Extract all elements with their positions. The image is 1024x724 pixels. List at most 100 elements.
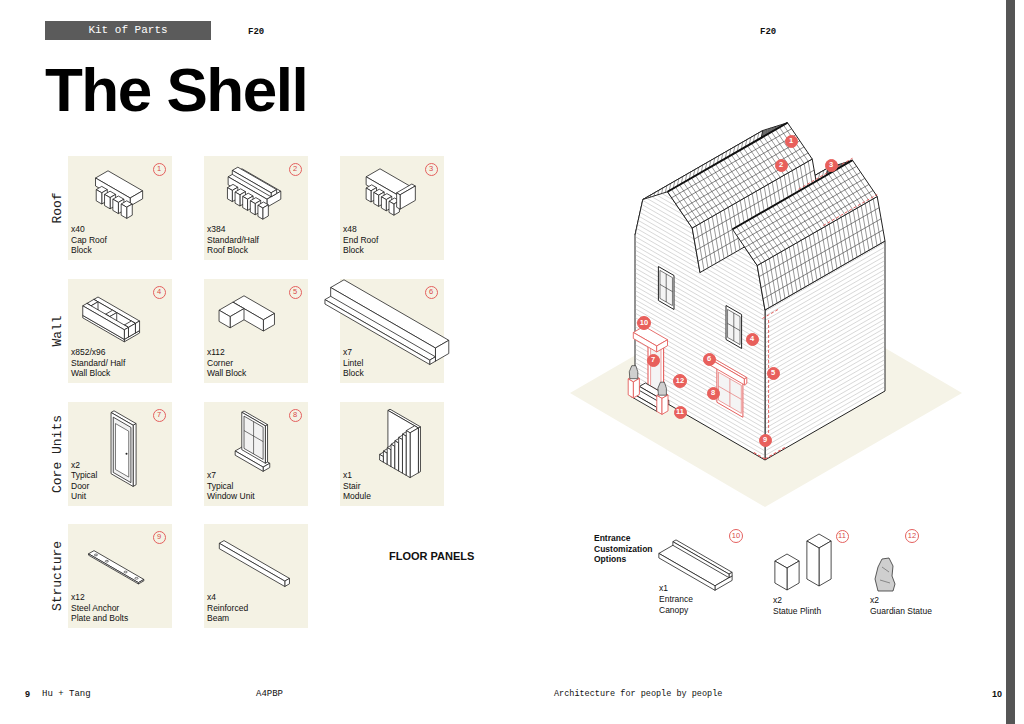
section-label: Core Units	[50, 415, 65, 493]
brick-course	[765, 333, 885, 402]
callout-number: 5	[771, 369, 775, 377]
part-drawing	[435, 340, 448, 361]
brick-course	[765, 292, 885, 361]
part-drawing	[271, 190, 277, 197]
card-ground	[204, 402, 308, 506]
part-quantity: x384	[207, 224, 273, 235]
callout-marker: 12	[673, 374, 687, 388]
part-drawing	[83, 306, 125, 340]
canopy-highlight	[657, 340, 668, 352]
window	[726, 306, 742, 349]
part-caption: x48End Roof Block	[343, 224, 393, 256]
label-holder: F20	[248, 27, 264, 38]
brick-course	[765, 355, 885, 424]
part-caption: x2Typical Door Unit	[71, 460, 103, 503]
brick-course	[765, 324, 885, 393]
label-holder: x2	[870, 595, 879, 606]
lintel-highlight	[744, 378, 746, 385]
part-caption: x384Standard/Half Roof Block	[207, 224, 273, 256]
section-label: Roof	[50, 192, 65, 223]
callout-number: 6	[429, 288, 433, 296]
part-drawing	[263, 205, 269, 219]
brick-course	[765, 373, 885, 442]
part-drawing	[325, 296, 436, 360]
window	[728, 309, 740, 344]
wall-highlight	[762, 309, 779, 319]
part-drawing	[219, 541, 289, 582]
part-drawing	[232, 170, 271, 196]
window	[728, 323, 740, 330]
brick-course	[638, 220, 697, 254]
section-label: Wall	[50, 315, 65, 346]
callout-number: 1	[789, 137, 793, 145]
brick-course	[765, 301, 885, 370]
card-ground	[68, 402, 172, 506]
part-quantity: x1	[659, 583, 668, 593]
part-caption: x1Stair Module	[343, 470, 378, 502]
label-holder: Statue Plinth	[773, 606, 821, 617]
part-drawing	[807, 541, 819, 586]
callout-marker: 10	[637, 316, 651, 330]
plinth-highlight	[662, 395, 668, 414]
part-drawing	[135, 321, 139, 333]
part-card: x112Corner Wall Block5	[204, 279, 308, 383]
callout-marker: 1	[785, 135, 798, 148]
part-drawing	[258, 205, 263, 219]
brick-course	[635, 264, 765, 339]
callout-circle: 11	[836, 530, 849, 543]
callout-marker: 11	[674, 406, 687, 419]
callout-number: 10	[640, 319, 648, 327]
callout-marker: 7	[647, 354, 660, 367]
callout-number: 8	[711, 389, 715, 397]
part-card: x48End Roof Block3	[340, 156, 444, 260]
part-caption: x7Typical Window Unit	[207, 470, 262, 502]
part-drawing	[389, 201, 394, 215]
part-name: Typical Door Unit	[71, 470, 103, 502]
part-drawing	[232, 167, 276, 193]
part-card: x1Stair Module	[340, 402, 444, 506]
part-drawing	[397, 193, 400, 209]
part-drawing	[138, 579, 143, 584]
callout-circle: 5	[289, 286, 302, 299]
brick-course	[765, 387, 885, 456]
part-caption: x12Steel Anchor Plate and Bolts	[71, 592, 137, 624]
roof-tile-row	[737, 166, 857, 235]
footer-text: Hu + Tang	[42, 689, 91, 699]
page-number: 10	[992, 689, 1002, 699]
part-drawing	[263, 463, 270, 471]
part-quantity: x112	[207, 347, 249, 358]
roof-tile-row	[753, 190, 873, 259]
part-drawing	[121, 204, 127, 218]
part-quantity: x12	[71, 592, 137, 603]
card-ground	[204, 524, 308, 628]
brick-course	[636, 228, 698, 264]
callout-number: 2	[779, 161, 783, 169]
statue-drawing	[629, 366, 638, 379]
callout-circle: 9	[153, 531, 166, 544]
canopy-highlight	[633, 332, 656, 352]
label-holder: x2	[773, 595, 782, 606]
part-drawing	[263, 313, 274, 331]
part-quantity: x7	[207, 470, 262, 481]
part-quantity: x2	[870, 595, 879, 605]
section-label: Structure	[50, 541, 65, 611]
part-quantity: x852/x96	[71, 347, 137, 358]
roof-highlight	[823, 195, 877, 226]
plinth-highlight	[628, 379, 633, 398]
lintel-highlight	[711, 359, 745, 385]
part-drawing	[227, 188, 232, 202]
part-drawing	[402, 434, 406, 475]
label-holder: Guardian Statue	[870, 606, 932, 617]
part-drawing	[285, 578, 290, 586]
part-card: x384Standard/Half Roof Block2	[204, 156, 308, 260]
part-name: Steel Anchor Plate and Bolts	[71, 603, 137, 624]
brick-course	[636, 232, 700, 269]
roof-tile	[784, 125, 809, 161]
part-name: Reinforced Beam	[207, 603, 257, 624]
window-drawing	[253, 422, 254, 454]
label-holder: Entrance Customization Options	[594, 533, 660, 565]
part-name: Statue Plinth	[773, 606, 821, 616]
card-ground	[340, 402, 444, 506]
roof-tile-row	[741, 172, 861, 241]
plinth-highlight	[657, 395, 662, 414]
